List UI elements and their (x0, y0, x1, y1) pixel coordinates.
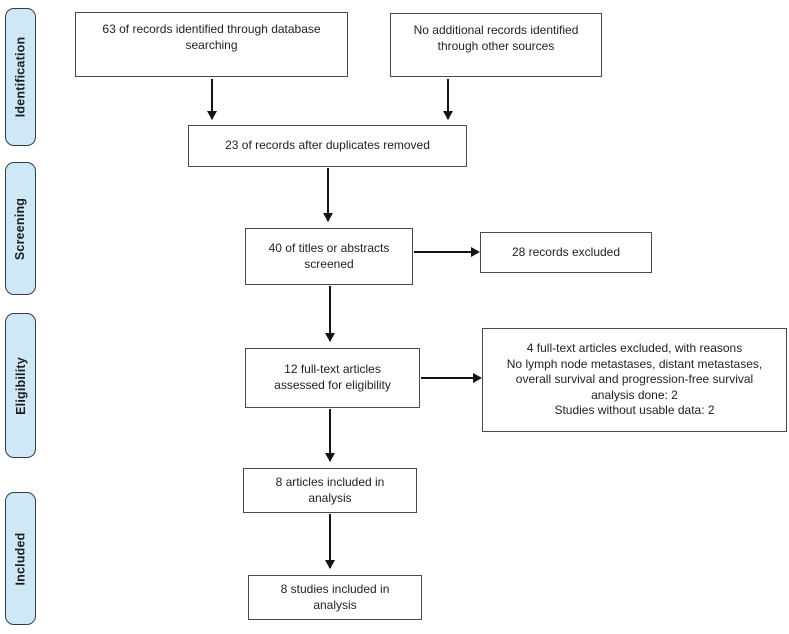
stage-label-screening: Screening (5, 162, 36, 295)
stage-label-eligibility: Eligibility (5, 313, 36, 458)
node-articles-included: 8 articles included in analysis (243, 468, 417, 513)
node-after-duplicates-removed: 23 of records after duplicates removed (188, 125, 467, 167)
node-records-excluded: 28 records excluded (480, 232, 652, 273)
stage-label-included-text: Included (13, 532, 28, 585)
node-fulltext-excluded-reasons: 4 full-text articles excluded, with reas… (482, 328, 787, 432)
node-fulltext-assessed: 12 full-text articles assessed for eligi… (245, 348, 420, 408)
stage-label-screening-text: Screening (13, 197, 28, 260)
arrow-fulltext-to-fulltext-excluded (421, 373, 482, 383)
stage-label-eligibility-text: Eligibility (13, 356, 28, 415)
stage-label-included: Included (5, 492, 36, 625)
arrow-articles-to-studies-included (325, 514, 335, 569)
node-no-additional-records: No additional records identified through… (390, 13, 602, 77)
node-titles-abstracts-screened: 40 of titles or abstracts screened (245, 228, 413, 285)
stage-label-identification: Identification (5, 8, 36, 146)
node-records-identified-database: 63 of records identified through databas… (75, 12, 348, 77)
arrow-screened-to-fulltext (325, 286, 335, 342)
arrow-duplicates-to-screened (323, 168, 333, 222)
arrow-screened-to-records-excluded (414, 247, 480, 257)
node-studies-included: 8 studies included in analysis (248, 575, 422, 620)
arrow-database-to-duplicates (207, 79, 217, 120)
stage-label-identification-text: Identification (13, 36, 28, 118)
arrow-fulltext-to-articles-included (325, 409, 335, 462)
arrow-other-sources-to-duplicates (443, 79, 453, 120)
